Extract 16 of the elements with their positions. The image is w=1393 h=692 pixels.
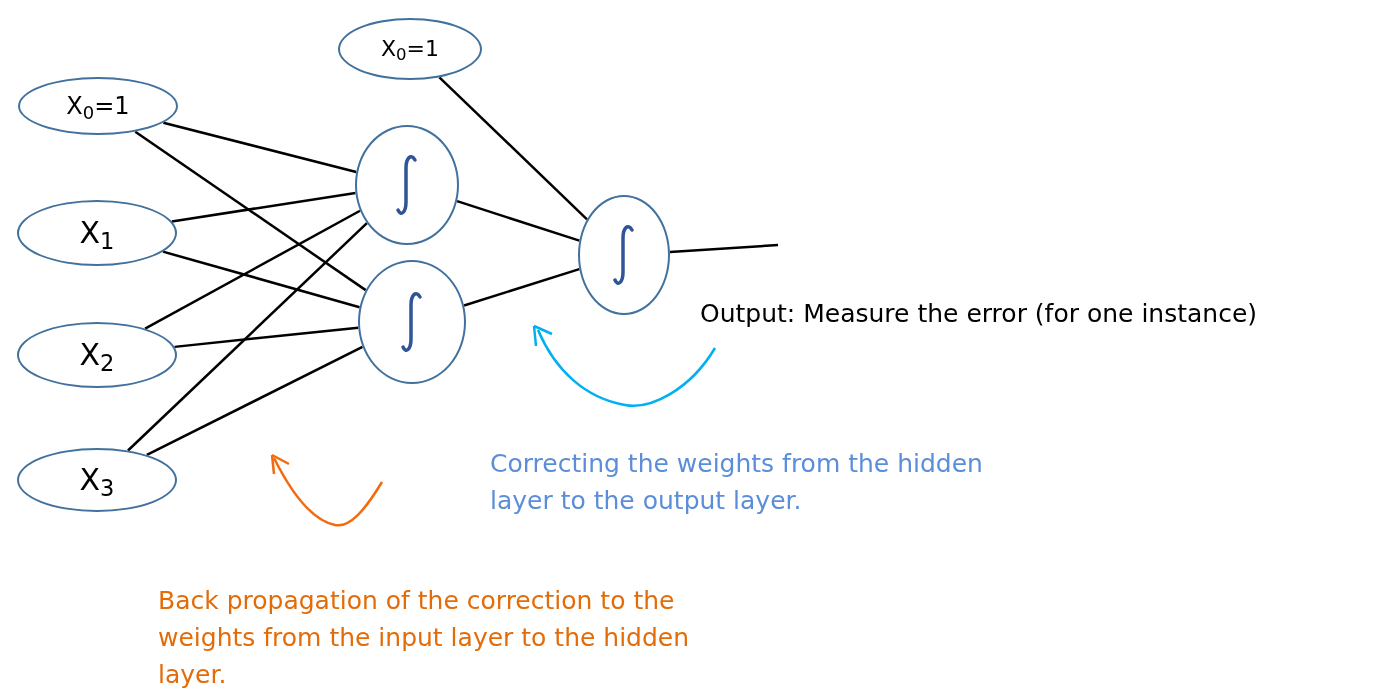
- connection-line: [163, 121, 357, 174]
- node-label: X$_{3}$: [79, 465, 115, 495]
- annotation-text: Output: Measure the error (for one instance): [700, 298, 1259, 330]
- connection-line: [171, 191, 356, 223]
- node-label: X$_{2}$: [79, 340, 115, 370]
- connection-line: [669, 243, 779, 254]
- node-label: X$_{0}$=1: [381, 38, 439, 60]
- node-label: X$_{0}$=1: [66, 94, 130, 118]
- connection-line: [174, 326, 359, 349]
- connection-line: [456, 199, 580, 242]
- annotation-text: Correcting the weights from the hidden layer to the output layer.: [490, 448, 984, 517]
- connection-line: [162, 250, 360, 309]
- node-label: X$_{1}$: [79, 218, 115, 248]
- connection-line: [144, 209, 361, 330]
- connection-line: [463, 267, 580, 307]
- annotation-text: Back propagation of the correction to the weights from the input layer to the hidden layer.: [158, 585, 691, 691]
